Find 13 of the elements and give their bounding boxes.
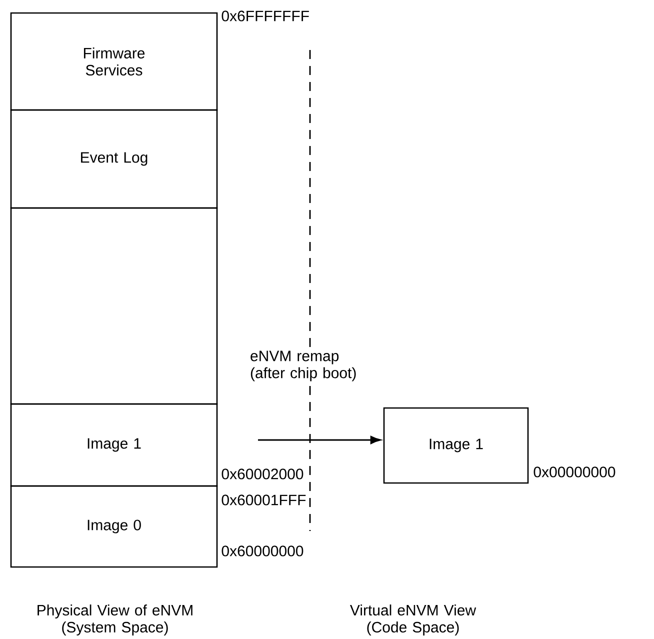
view-caption: Physical View of eNVM (System Space) xyxy=(38,604,192,636)
address-label: 0x60001FFF xyxy=(222,494,306,506)
memory-region-box: Image 1 xyxy=(10,403,218,487)
address-label: 0x60002000 xyxy=(222,468,304,480)
memory-region-box: Firmware Services xyxy=(10,12,218,111)
address-label: 0x6FFFFFFF xyxy=(222,10,309,22)
empty-region-box xyxy=(10,207,218,405)
edge-label: eNVM remap (after chip boot) xyxy=(248,348,370,384)
memory-region-box: Image 1 xyxy=(383,407,529,484)
memory-region-box: Event Log xyxy=(10,109,218,209)
view-caption: Virtual eNVM View (Code Space) xyxy=(350,604,476,636)
memory-region-box: Image 0 xyxy=(10,485,218,568)
arrow xyxy=(258,436,381,444)
